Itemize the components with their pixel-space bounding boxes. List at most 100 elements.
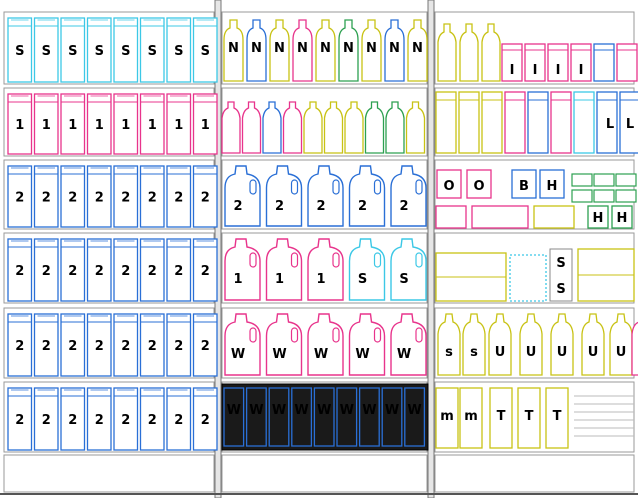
carton-label: 2: [42, 191, 51, 206]
carton-label: 2: [174, 191, 183, 206]
carton-label: 1: [148, 118, 157, 133]
tub: [594, 190, 614, 202]
carton-label: 2: [148, 413, 157, 428]
carton-label: S: [68, 44, 77, 59]
carton-label: 1: [174, 118, 183, 133]
carton-label: 2: [121, 339, 130, 354]
jug-label: 1: [275, 272, 284, 287]
box-label: W: [407, 403, 421, 418]
right-row-3: [436, 170, 636, 228]
bottle-label: U: [588, 345, 599, 360]
tub: [572, 174, 592, 186]
detergent-bottle: [366, 102, 384, 153]
detergent-bottle: [345, 102, 363, 153]
carton-label: S: [201, 44, 210, 59]
jug-label: 1: [233, 272, 242, 287]
jug-label: 2: [233, 199, 242, 214]
carton-label: 2: [68, 264, 77, 279]
jug-label: W: [355, 347, 369, 362]
shelf-upright-2: [428, 0, 434, 498]
jug: [391, 166, 426, 226]
carton-label: 2: [174, 413, 183, 428]
carton-label: 2: [148, 264, 157, 279]
middle-row-2: [222, 102, 425, 153]
detergent-bottle: [263, 102, 281, 153]
box-label: m: [464, 409, 478, 424]
carton-label: 1: [68, 118, 77, 133]
box-label: W: [227, 403, 241, 418]
jug: [308, 239, 343, 300]
bottle-label: N: [343, 41, 354, 56]
box-label: m: [440, 409, 454, 424]
carton-label: 2: [95, 191, 104, 206]
right-row-1: [438, 24, 637, 81]
detergent-bottle: [304, 102, 322, 153]
carton-label: S: [148, 44, 157, 59]
box-label: L: [606, 117, 614, 132]
bottle-label: N: [412, 41, 423, 56]
carton-label: 2: [15, 191, 24, 206]
left-row-4: [8, 239, 217, 301]
box-label: H: [593, 211, 604, 226]
jug: [267, 166, 302, 226]
box-label: W: [340, 403, 354, 418]
carton-label: 2: [121, 413, 130, 428]
carton-label: 2: [121, 191, 130, 206]
small-bottle: [438, 24, 456, 81]
box-label: W: [249, 403, 263, 418]
box-label: O: [443, 179, 454, 194]
carton-label: 1: [15, 118, 24, 133]
detergent-bottle: [386, 102, 404, 153]
bottle-label: N: [366, 41, 377, 56]
bottle-label: N: [274, 41, 285, 56]
flat-box: [534, 206, 574, 228]
carton-label: 1: [201, 118, 210, 133]
bottle-label: s: [445, 345, 453, 360]
right-row-4: [436, 249, 634, 301]
carton-label: 2: [95, 264, 104, 279]
middle-row-3: [225, 166, 426, 226]
bottle-label: N: [297, 41, 308, 56]
jug-label: 1: [316, 272, 325, 287]
box-label: T: [553, 409, 562, 424]
jug: [350, 314, 385, 375]
small-bottle: [482, 24, 500, 81]
box-label: B: [519, 179, 529, 194]
tub: [594, 174, 614, 186]
bottle-label: U: [526, 345, 537, 360]
left-row-2: [8, 94, 217, 154]
jug-label: 2: [316, 199, 325, 214]
box-label: W: [294, 403, 308, 418]
jug: [267, 314, 302, 375]
shelf-bay-2-row-7: [435, 455, 634, 492]
carton-label: 1: [42, 118, 51, 133]
bottle-label: U: [557, 345, 568, 360]
jug-label: W: [231, 347, 245, 362]
carton-label: 2: [201, 339, 210, 354]
bottle-label: N: [228, 41, 239, 56]
box-label: W: [272, 403, 286, 418]
tall-box: [436, 92, 456, 153]
carton-label: 2: [15, 339, 24, 354]
box-label: T: [525, 409, 534, 424]
carton-label: 2: [201, 191, 210, 206]
box-label: I: [533, 63, 538, 78]
jug-label: 2: [275, 199, 284, 214]
jug-label: W: [272, 347, 286, 362]
bottle-label: N: [389, 41, 400, 56]
carton-label: 1: [95, 118, 104, 133]
carton-label: S: [121, 44, 130, 59]
carton-label: 2: [42, 413, 51, 428]
carton-label: 2: [42, 339, 51, 354]
carton-label: 2: [15, 413, 24, 428]
jug-label: W: [397, 347, 411, 362]
left-row-5: [8, 314, 217, 376]
box-label: S: [556, 256, 565, 271]
carton-label: 2: [95, 413, 104, 428]
middle-row-4: [225, 239, 426, 300]
jug: [225, 314, 260, 375]
detergent-bottle: [243, 102, 261, 153]
carton-label: 2: [148, 191, 157, 206]
carton-label: 2: [201, 264, 210, 279]
